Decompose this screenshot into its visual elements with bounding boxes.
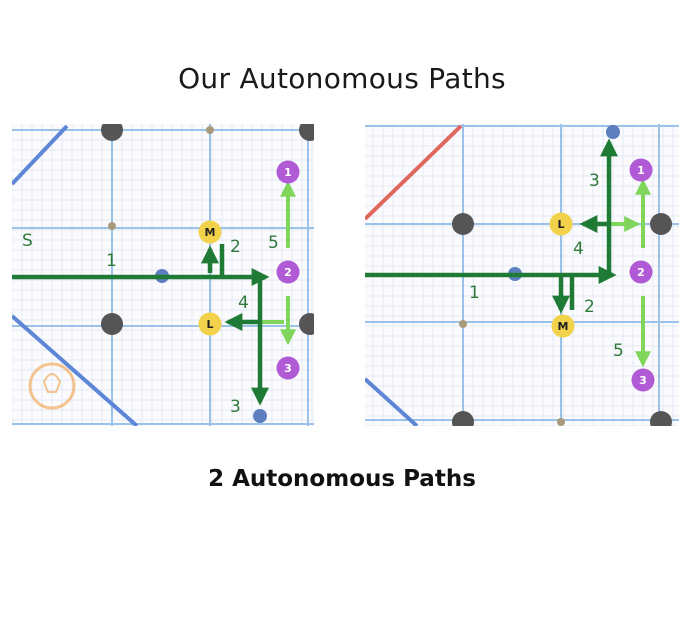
peg [452,213,474,235]
svg-text:3: 3 [284,362,292,375]
diagonal-tape-line [365,377,419,426]
svg-text:L: L [557,218,564,231]
path-5-label: 5 [613,341,624,361]
peg [101,313,123,335]
path-3-label: 3 [589,171,600,191]
marker-l-node: L [198,312,222,336]
right-path-diagram: 1 2 3 L M 1 2 3 4 5 [365,124,679,426]
waypoint-3-node: 3 [631,368,655,392]
svg-text:M: M [558,320,569,333]
path-4-label: 4 [573,239,584,259]
marker-m-node: M [198,220,222,244]
page-title: Our Autonomous Paths [178,62,506,95]
waypoint-1-node: 1 [276,160,300,184]
svg-text:1: 1 [284,166,292,179]
svg-text:3: 3 [639,374,647,387]
marker-m-node: M [551,314,575,338]
svg-text:2: 2 [284,266,292,279]
peg [650,411,672,426]
start-label: S [22,231,33,251]
page-caption: 2 Autonomous Paths [208,466,476,492]
path-5-label: 5 [268,233,279,253]
waypoint-2-node: 2 [276,260,300,284]
path-4-label: 4 [238,293,249,313]
waypoint-3-node: 3 [276,356,300,380]
svg-text:M: M [205,226,216,239]
ball [253,409,267,423]
peg [299,313,314,335]
lightbulb-logo-icon [28,362,76,410]
path-2-label: 2 [584,297,595,317]
path-1-label: 1 [469,283,480,303]
peg [101,124,123,141]
svg-text:L: L [206,318,213,331]
peg-small [206,126,214,134]
svg-text:1: 1 [637,164,645,177]
peg-small [459,320,467,328]
ball [606,125,620,139]
path-2-label: 2 [230,237,241,257]
svg-text:2: 2 [637,266,645,279]
path-3-label: 3 [230,397,241,417]
peg [299,124,314,141]
peg-small [557,418,565,426]
diagonal-tape-line-red [365,124,463,221]
peg [452,411,474,426]
peg [650,213,672,235]
waypoint-2-node: 2 [629,260,653,284]
marker-l-node: L [549,212,573,236]
left-path-diagram: 1 2 3 M L S 1 2 3 4 5 [12,124,314,426]
path-1-label: 1 [106,251,117,271]
peg-small [108,222,116,230]
diagonal-tape-line [12,314,139,426]
diagonal-tape-line [12,124,69,186]
waypoint-1-node: 1 [629,158,653,182]
